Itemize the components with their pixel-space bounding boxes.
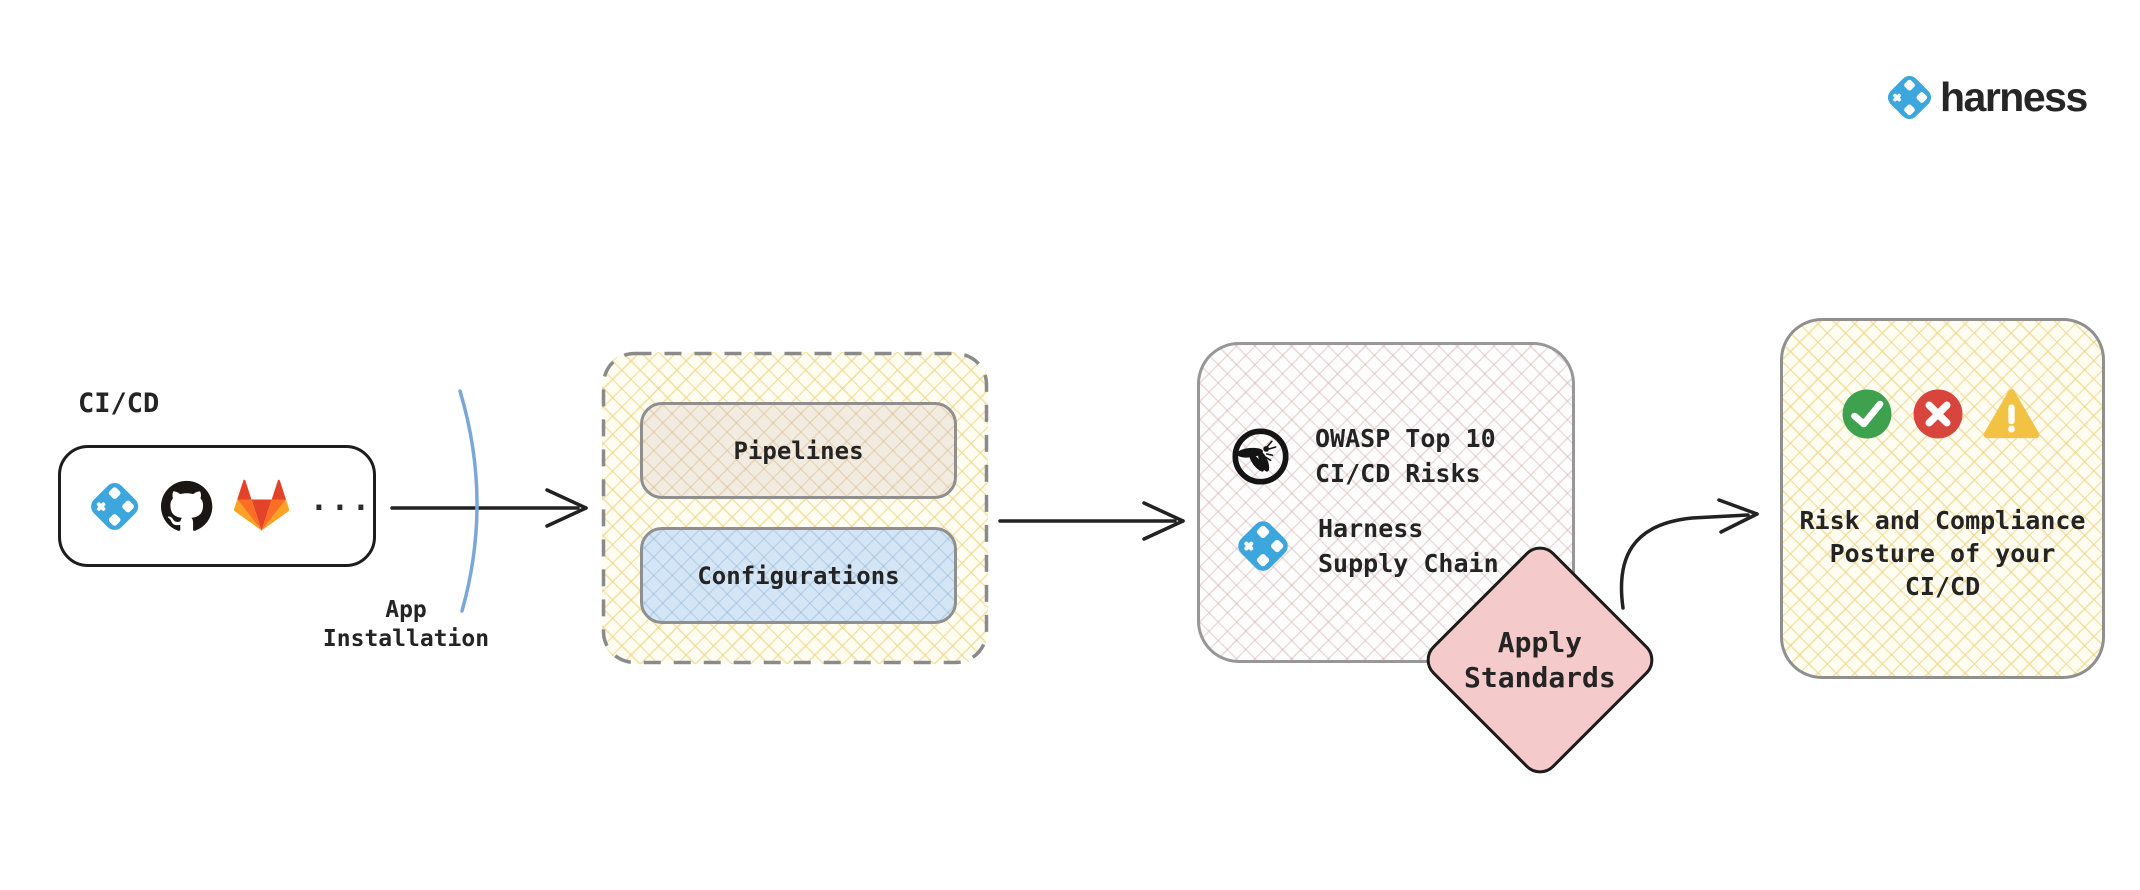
harness-logo-icon: [1886, 74, 1933, 121]
cicd-source-title: CI/CD: [78, 388, 160, 419]
harness-icon: [89, 480, 140, 533]
pipelines-label: Pipelines: [733, 436, 864, 465]
apply-line2: Standards: [1464, 661, 1616, 694]
configurations-label: Configurations: [697, 561, 900, 590]
arrow-ingest-to-standards: [998, 501, 1185, 541]
result-status-icons: [1841, 387, 2040, 441]
harness-icon: [1236, 519, 1290, 573]
harness-supply-chain-row: Harness Supply Chain: [1236, 511, 1499, 581]
arrow-source-to-ingest: [390, 488, 588, 528]
app-installation-line2: Installation: [322, 626, 490, 652]
warning-triangle-icon: [1983, 389, 2040, 439]
app-installation-curve: [458, 389, 479, 613]
harness-supply-chain-text: Harness Supply Chain: [1318, 511, 1499, 581]
harness-ingest-group: Pipelines Configurations: [602, 352, 988, 664]
result-text: Risk and Compliance Posture of your CI/C…: [1783, 504, 2102, 603]
harness-logo: harness: [1886, 74, 2088, 121]
cicd-tools-box: ...: [58, 445, 376, 567]
result-line3: CI/CD: [1904, 572, 1981, 601]
app-installation-label: App Installation: [306, 596, 506, 654]
harness-sc-line2: Supply Chain: [1318, 549, 1499, 578]
owasp-icon: [1232, 427, 1289, 485]
configurations-node: Configurations: [640, 527, 957, 624]
apply-line1: Apply: [1497, 626, 1583, 659]
owasp-text: OWASP Top 10 CI/CD Risks: [1315, 421, 1496, 491]
owasp-row: OWASP Top 10 CI/CD Risks: [1229, 421, 1496, 491]
github-icon: [161, 480, 213, 531]
apply-standards-label: Apply Standards: [1464, 625, 1616, 695]
result-box: Risk and Compliance Posture of your CI/C…: [1780, 318, 2105, 679]
owasp-line1: OWASP Top 10: [1315, 424, 1496, 453]
owasp-line2: CI/CD Risks: [1315, 459, 1481, 488]
check-circle-icon: [1842, 389, 1892, 439]
more-tools-label: ...: [309, 482, 373, 518]
gitlab-icon: [233, 479, 289, 531]
app-installation-line1: App: [385, 597, 427, 623]
harness-sc-line1: Harness: [1318, 514, 1424, 543]
result-line2: Posture of your: [1829, 539, 2056, 568]
harness-wordmark: harness: [1940, 74, 2088, 120]
x-circle-icon: [1913, 389, 1963, 439]
standards-box: OWASP Top 10 CI/CD Risks Harness Supply …: [1197, 342, 1575, 663]
pipelines-node: Pipelines: [640, 402, 957, 499]
arrow-apply-to-result: [1619, 498, 1759, 610]
result-line1: Risk and Compliance: [1799, 506, 2086, 535]
